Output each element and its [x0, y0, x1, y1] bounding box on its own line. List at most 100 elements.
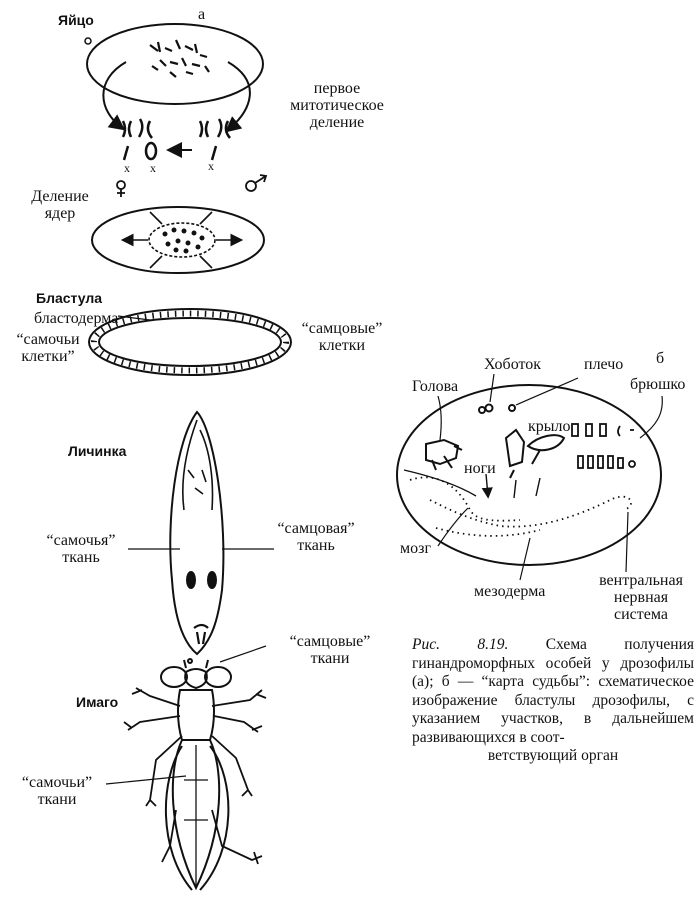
nuclear-division-line-1: Деление: [31, 188, 89, 205]
chromosome-set-right: [198, 118, 231, 161]
vns-pointer: [625, 511, 629, 573]
vns-line-2: нервная: [613, 589, 669, 606]
division-arrow-right: [224, 61, 251, 133]
blastoderm-pointer: [117, 315, 151, 321]
female-cells-line-2: клетки”: [21, 348, 75, 365]
leg-pointers: [481, 473, 541, 499]
nuclei-dots: [162, 227, 205, 254]
head-structure: [425, 438, 463, 471]
blastula-inner: [98, 317, 282, 367]
vns-line-3: система: [614, 606, 668, 623]
head-pointer: [437, 395, 442, 441]
male-tissue-line-1: “самцовая”: [277, 520, 355, 537]
label-blastula: Бластула: [36, 290, 103, 306]
figure-caption: Рис. 8.19. Схема получения гинандроморфн…: [412, 636, 694, 766]
male-tissue-line-2: ткань: [297, 537, 335, 554]
blastoderm-cells: [91, 310, 289, 374]
female-tissue-line-2: ткань: [62, 549, 100, 566]
panel-a-letter: а: [198, 6, 206, 23]
division-egg-outline: [91, 206, 265, 274]
caption-number: Рис. 8.19.: [412, 636, 509, 653]
first-division-line-2: митотическое: [290, 97, 384, 114]
label-nuclear-division: Деление ядер: [24, 188, 96, 222]
nuclear-division-line-2: ядер: [44, 205, 76, 222]
larva-mouthparts: [193, 623, 209, 645]
label-first-division: первое митотическое деление: [282, 80, 392, 131]
fly-legs: [123, 687, 267, 865]
label-male-tissues: “самцовые” ткани: [280, 633, 380, 667]
mesoderm-pointer: [519, 537, 531, 581]
vns-line-1: вентральная: [599, 572, 683, 589]
wing-leg-structure: [504, 428, 566, 479]
female-tissues-line-1: “самочьи”: [21, 774, 93, 791]
pointer-male-tissues: [219, 645, 267, 663]
shoulder-dot: [508, 404, 516, 412]
chromosome-set-left: [121, 118, 158, 161]
fly-wing-right: [199, 745, 230, 891]
fly-thorax: [177, 689, 215, 741]
label-wing: крыло: [528, 418, 571, 435]
egg-chromosomes: [149, 39, 210, 78]
label-proboscis: Хоботок: [484, 356, 542, 373]
label-mesoderm: мезодерма: [474, 583, 546, 600]
fate-map-inner-curve: [403, 469, 477, 497]
fly-body: [160, 658, 232, 891]
label-larva: Личинка: [68, 443, 127, 459]
label-female-tissue: “самочья” ткань: [36, 532, 126, 566]
egg-outline: [86, 23, 264, 105]
blastula-outer: [88, 308, 292, 376]
male-tissues-line-2: ткани: [310, 650, 350, 667]
caption-body: Схема получения гинандроморфных особей у…: [412, 636, 694, 746]
fly-eye-left: [160, 666, 188, 688]
proboscis-pointer: [489, 373, 495, 403]
panel-b-letter: б: [656, 350, 665, 367]
x-mark-2: x: [150, 161, 156, 175]
label-shoulder: плечо: [584, 356, 624, 373]
dotted-regions: [409, 476, 632, 537]
male-cells-line-2: клетки: [318, 337, 366, 354]
label-male-tissue: “самцовая” ткань: [266, 520, 366, 554]
male-symbol: [245, 174, 268, 192]
fly-wing-left: [164, 745, 193, 891]
fly-eye-right: [204, 666, 232, 688]
larva-spot-right: [207, 571, 217, 589]
pointer-female-tissues: [105, 775, 187, 785]
label-male-cells: “самцовые” клетки: [294, 320, 390, 354]
division-arrow-left: [102, 61, 127, 131]
x-mark-3: x: [208, 159, 214, 173]
nuclei-cluster: [148, 222, 216, 258]
label-imago: Имаго: [76, 694, 119, 710]
label-brain: мозг: [400, 540, 432, 557]
female-tissues-line-2: ткани: [37, 791, 77, 808]
label-legs: ноги: [464, 460, 496, 477]
caption-last-line: ветствующий орган: [487, 747, 619, 764]
proboscis-dot: [484, 403, 494, 413]
label-female-tissues: “самочьи” ткани: [8, 774, 106, 808]
abdomen-pointer: [639, 395, 663, 439]
division-arrows: [120, 211, 244, 269]
brain-pointer: [437, 507, 469, 547]
larva-outline: [169, 410, 225, 656]
first-division-line-3: деление: [309, 114, 365, 131]
label-blastoderm: бластодерма: [34, 310, 119, 327]
label-female-cells: “самочьи клетки”: [8, 331, 88, 365]
male-tissues-line-1: “самцовые”: [289, 633, 371, 650]
female-cells-line-1: “самочьи: [16, 331, 80, 348]
label-head: Голова: [412, 378, 459, 395]
fate-map-outline: [396, 384, 662, 566]
larva-spot-left: [186, 571, 196, 589]
label-egg: Яйцо: [58, 12, 94, 28]
female-tissue-line-1: “самочья”: [46, 532, 116, 549]
proboscis-dot-2: [478, 406, 486, 414]
small-circle-mark: [84, 37, 92, 45]
shoulder-pointer: [515, 377, 579, 406]
label-abdomen: брюшко: [630, 376, 686, 393]
label-ventral-nervous-system: вентральная нервная система: [586, 572, 696, 623]
male-cells-line-1: “самцовые”: [301, 320, 383, 337]
x-mark-1: x: [124, 161, 130, 175]
larva-female-region: [181, 419, 214, 511]
female-symbol: [116, 180, 126, 197]
abdomen-segments: [571, 423, 636, 469]
first-division-line-1: первое: [313, 80, 361, 97]
